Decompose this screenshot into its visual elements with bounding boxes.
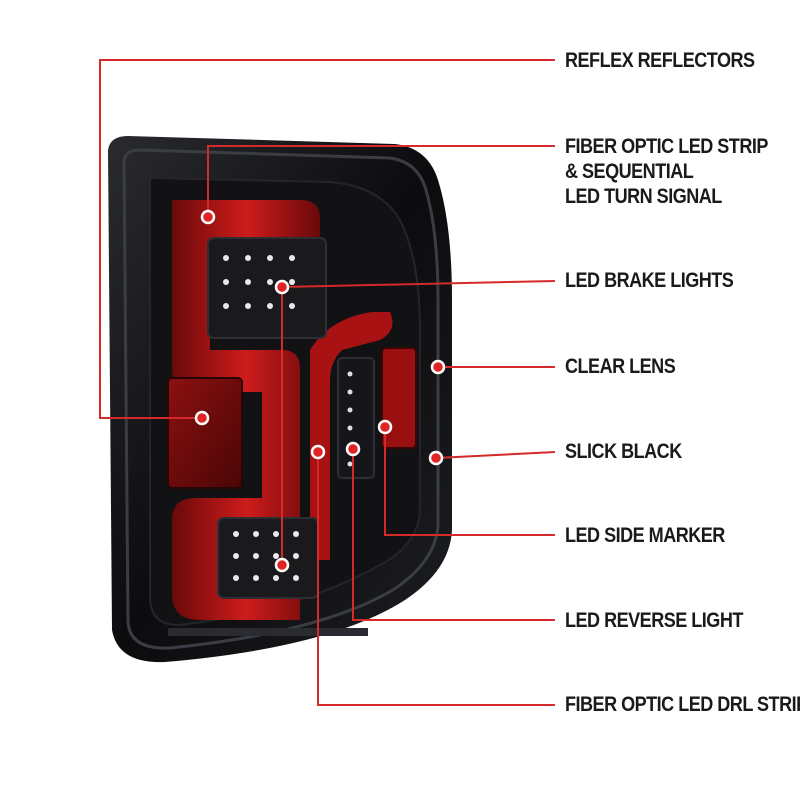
label-drl-strip: FIBER OPTIC LED DRL STRIP bbox=[565, 693, 800, 716]
label-clear-lens: CLEAR LENS bbox=[565, 355, 676, 378]
reverse-light-strip bbox=[337, 357, 375, 479]
leader-side-marker bbox=[384, 427, 555, 536]
housing-rim bbox=[122, 148, 440, 650]
reflex-reflector bbox=[167, 377, 243, 489]
leader-slick-black bbox=[435, 451, 556, 459]
label-fiber-optic-strip: FIBER OPTIC LED STRIP & SEQUENTIAL LED T… bbox=[565, 134, 768, 209]
dot-slick-black bbox=[428, 450, 444, 466]
leader-reverse-light bbox=[352, 449, 555, 621]
label-fiber-optic-strip-line-1: FIBER OPTIC LED STRIP bbox=[565, 135, 768, 158]
label-side-marker: LED SIDE MARKER bbox=[565, 524, 725, 547]
label-reverse-light: LED REVERSE LIGHT bbox=[565, 609, 743, 632]
brake-leds-upper bbox=[223, 255, 295, 309]
dot-reverse-light bbox=[345, 441, 361, 457]
dot-brake-lights-lower bbox=[274, 557, 290, 573]
leader-brake-lights bbox=[281, 280, 556, 288]
dot-fiber-optic-strip bbox=[200, 209, 216, 225]
brake-led-block-upper bbox=[207, 237, 327, 339]
brake-led-block-lower bbox=[217, 517, 319, 599]
leader-reflex-reflectors bbox=[99, 59, 555, 419]
label-brake-lights: LED BRAKE LIGHTS bbox=[565, 269, 734, 292]
label-fiber-optic-strip-line-3: LED TURN SIGNAL bbox=[565, 185, 722, 208]
leader-lines bbox=[99, 59, 556, 706]
label-fiber-optic-strip-line-2: & SEQUENTIAL bbox=[565, 160, 694, 183]
label-reflex-reflectors: REFLEX REFLECTORS bbox=[565, 49, 755, 72]
dot-reflex-reflectors bbox=[194, 410, 210, 426]
dot-brake-lights-upper bbox=[274, 279, 290, 295]
dot-side-marker bbox=[377, 419, 393, 435]
dot-clear-lens bbox=[430, 359, 446, 375]
bottom-imprint bbox=[168, 628, 368, 636]
label-slick-black: SLICK BLACK bbox=[565, 440, 682, 463]
dot-drl-strip bbox=[310, 444, 326, 460]
tail-light-image bbox=[108, 136, 452, 663]
leader-fiber-optic-strip bbox=[207, 145, 555, 217]
callout-dots bbox=[194, 209, 446, 573]
leader-drl-strip bbox=[317, 452, 555, 706]
brake-leds-lower bbox=[233, 531, 299, 581]
